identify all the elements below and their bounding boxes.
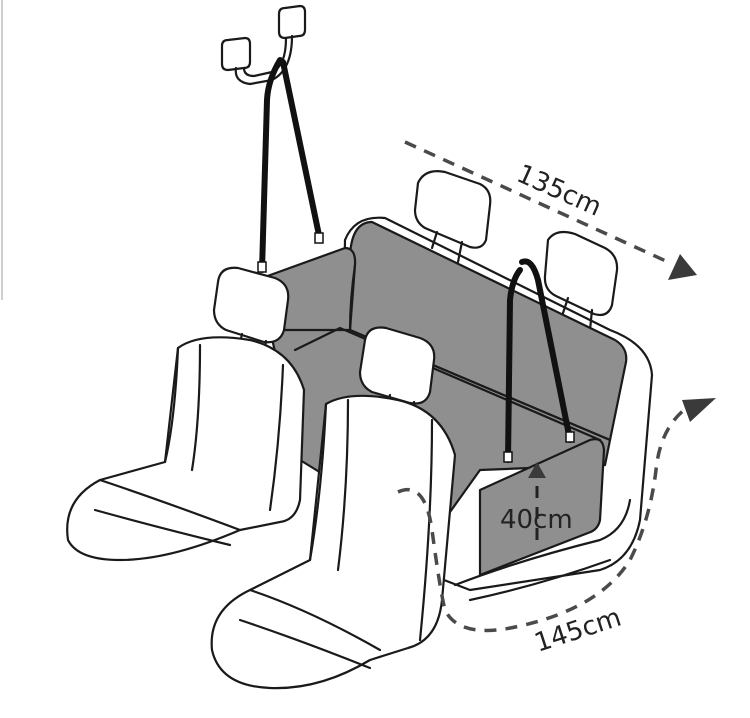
front-left-headrest xyxy=(212,266,290,362)
front-right-seat xyxy=(210,394,457,690)
front-left-seat xyxy=(66,336,306,562)
depth-arrowhead xyxy=(682,398,716,422)
height-arrowhead xyxy=(528,462,546,478)
straps xyxy=(257,57,575,463)
depth-label: 145cm xyxy=(531,603,625,659)
height-dimension: 40cm xyxy=(500,462,573,540)
rear-headrest-left xyxy=(413,170,492,264)
width-arrowhead xyxy=(668,254,697,280)
height-label: 40cm xyxy=(500,505,573,535)
headrest-hooks xyxy=(220,4,307,86)
rear-headrest-right xyxy=(543,230,619,332)
